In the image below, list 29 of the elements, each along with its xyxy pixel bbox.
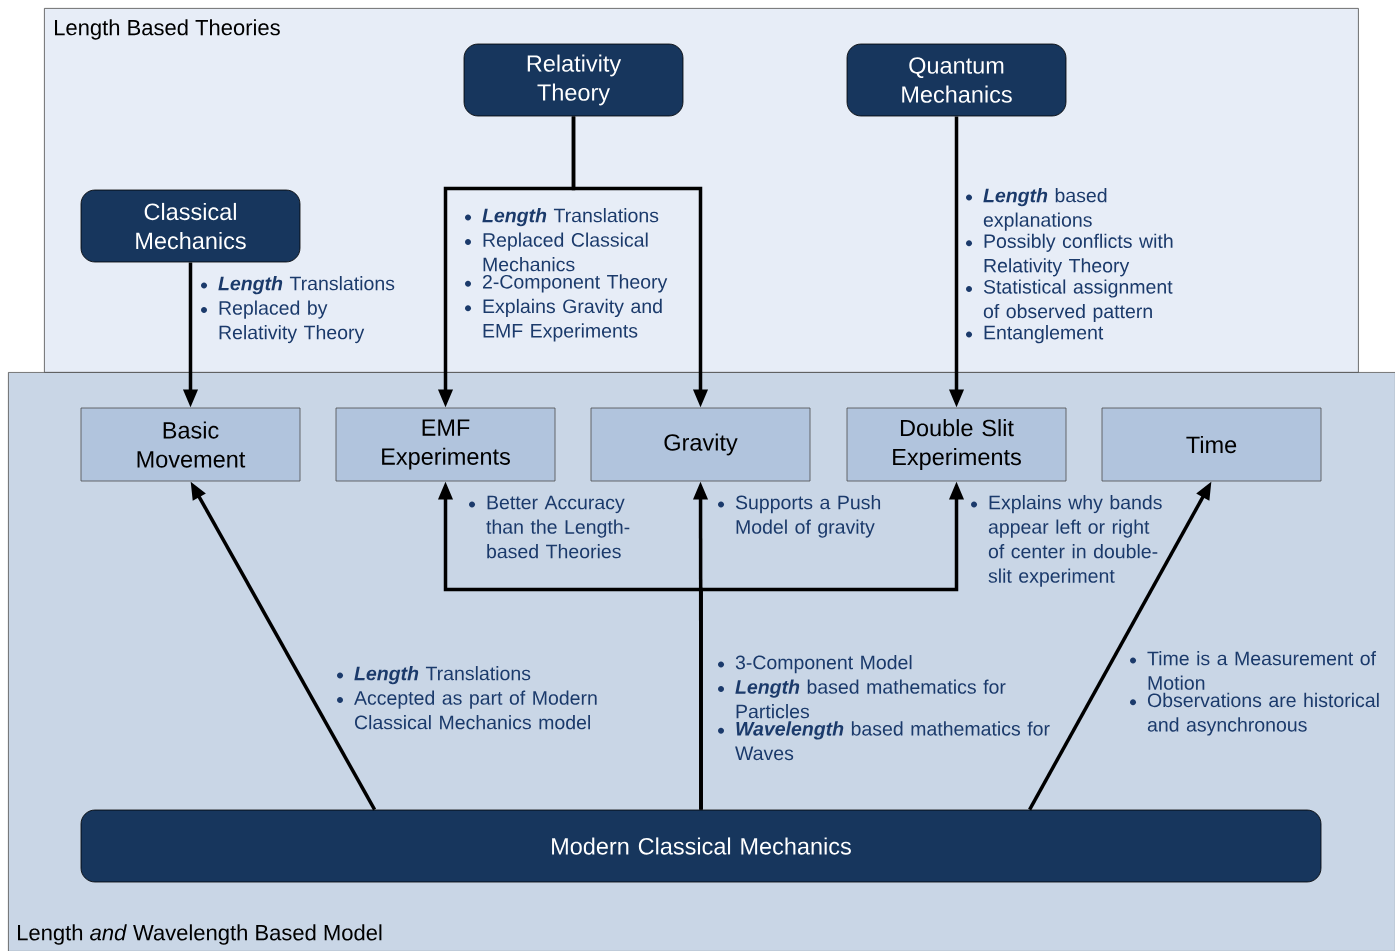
bullet-item: 3-Component Model [718,655,912,674]
bullet-item: Length Translations [201,276,395,295]
bullet-item: Accepted as part of Modern Classical Mechanics model [337,690,597,730]
bullet-item: Entanglement [966,325,1104,344]
box: Basic Movement [80,407,301,482]
bullet-item: Length based mathematics for Particles [718,679,1006,719]
bullet-item: Better Accuracy than the Length-based Theories [469,495,630,559]
box: Time [1101,407,1322,482]
rounded-box: Relativity Theory [463,43,684,117]
bullet-item: Time is a Measurement of Motion [1130,651,1376,690]
bullet-item: Possibly conflicts with Relativity Theory [966,233,1173,277]
bullet-item: Wavelength based mathematics for Waves [718,721,1050,761]
box: EMF Experiments [335,407,556,482]
bullet-item: 2-Component Theory [465,274,668,293]
bullet-item: Explains why bands appear left or right of center in double-slit experiment [971,495,1162,587]
bullet-item: Explains Gravity and EMF Experiments [465,298,662,342]
rounded-box: Quantum Mechanics [846,43,1067,117]
box: Double Slit Experiments [846,407,1067,482]
bullet-item: Length Translations [465,208,659,227]
rounded-box: Modern Classical Mechanics [80,809,1322,883]
bullet-item: Replaced Classical Mechanics [465,232,648,272]
bullet-item: Observations are historical and asynchronous [1130,692,1379,736]
bullet-item: Replaced by Relativity Theory [201,300,365,344]
bullet-item: Supports a Push Model of gravity [718,495,881,538]
bullet-item: Statistical assignment of observed pattern [966,279,1173,323]
bullet-item: Length based explanations [966,188,1107,231]
rounded-box: Classical Mechanics [80,189,301,263]
box: Gravity [590,407,811,482]
bullet-item: Length Translations [337,666,531,685]
